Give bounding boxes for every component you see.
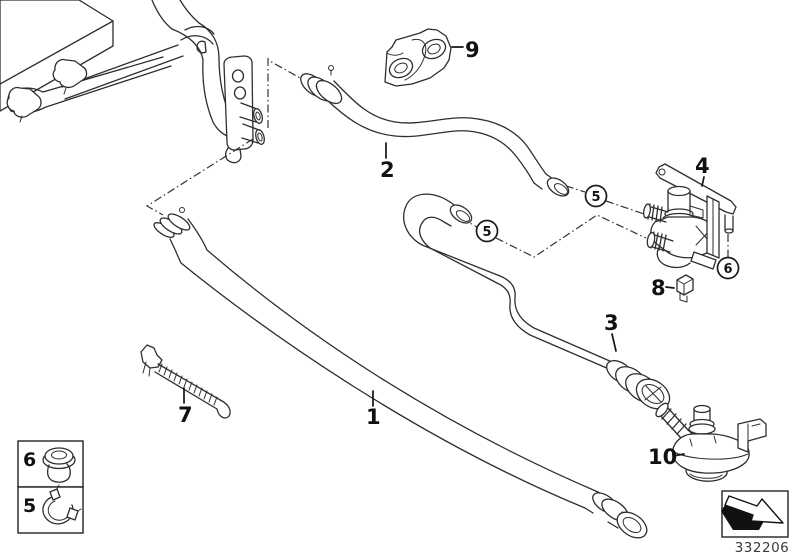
- heater-core-slab: [0, 0, 114, 112]
- callout-ring[interactable]: [716, 256, 740, 280]
- direction-stamp: 332206: [721, 490, 790, 556]
- heater-pipe-flange: [223, 55, 254, 151]
- callout-number: 6: [723, 262, 732, 277]
- heater-core-slab-edge: [0, 20, 114, 85]
- part-valve-4: 4: [642, 154, 737, 270]
- part-hose-1: 1: [153, 207, 648, 539]
- legend-box-clamp: 5: [17, 484, 84, 534]
- part-label-8[interactable]: 8: [651, 276, 666, 300]
- strap-ribs: [158, 363, 218, 406]
- heater-core-assembly-artwork: [0, 0, 265, 164]
- valve-bolt: [724, 214, 734, 232]
- part-bracket-9: 9: [384, 28, 480, 87]
- leader-hose1-to-flange: [145, 138, 254, 216]
- part-hose-2: 2: [300, 65, 570, 197]
- callout-ring[interactable]: [475, 219, 499, 243]
- strap-tip: [216, 400, 231, 419]
- arrow-shadow: [721, 505, 764, 530]
- pipe-clamp: [52, 58, 88, 89]
- legend-label-5[interactable]: 5: [23, 495, 36, 517]
- part-clip-8: 8: [651, 274, 694, 303]
- bracket-outline: [384, 28, 452, 87]
- part-label-3[interactable]: 3: [604, 311, 619, 335]
- diagram-number: 332206: [735, 540, 790, 556]
- leader-callout5-to-valve-lower: [495, 214, 647, 258]
- part-label-2[interactable]: 2: [380, 158, 395, 182]
- clip-body: [676, 274, 694, 296]
- callout-circle-6[interactable]: 6: [716, 256, 740, 280]
- leader-callout5-to-valve: [605, 200, 648, 216]
- callout-number: 5: [482, 225, 491, 240]
- callout-circle-5b[interactable]: 5: [475, 219, 499, 243]
- callout-number: 5: [591, 190, 600, 205]
- part-hose-3: 3: [403, 193, 671, 410]
- callout-circle-5a[interactable]: 5: [584, 184, 608, 208]
- legend-label-6[interactable]: 6: [23, 449, 36, 471]
- grommet-artwork: [42, 447, 76, 483]
- clamp-artwork: [42, 484, 82, 525]
- callout-ring[interactable]: [584, 184, 608, 208]
- part-pump-10: 10: [648, 402, 767, 482]
- hose3-top-cuff: [449, 204, 473, 224]
- part-label-4[interactable]: 4: [695, 154, 710, 178]
- flange-foot: [224, 147, 242, 164]
- part-label-9[interactable]: 9: [465, 38, 480, 62]
- pipe-clamp: [6, 86, 42, 118]
- legend-box-grommet: 6: [17, 440, 84, 488]
- part-strap-7: 7: [140, 344, 231, 427]
- part-label-1[interactable]: 1: [366, 405, 381, 429]
- pump-bracket: [737, 418, 767, 453]
- part-label-7[interactable]: 7: [178, 403, 193, 427]
- pump-spout-cap: [693, 404, 711, 414]
- direction-arrow-icon: [724, 495, 784, 524]
- valve-actuator-cap: [667, 185, 691, 197]
- hose2-end-cuff: [546, 177, 570, 197]
- part-label-10[interactable]: 10: [648, 445, 677, 469]
